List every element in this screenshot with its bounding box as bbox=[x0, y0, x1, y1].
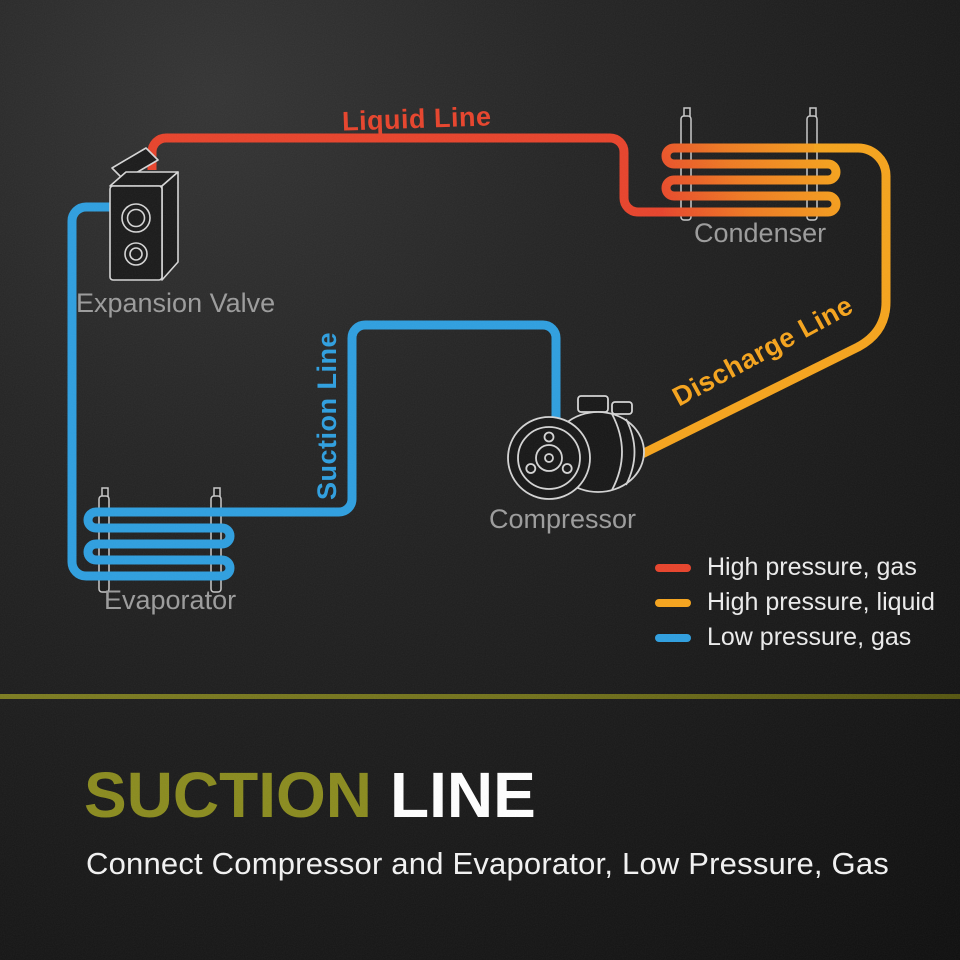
compressor-label: Compressor bbox=[489, 504, 637, 534]
legend-item-low-pressure-gas: Low pressure, gas bbox=[655, 620, 935, 655]
liquid-line-pipe bbox=[147, 133, 690, 217]
suction-line-label: Suction Line bbox=[312, 332, 342, 500]
page-subtitle: Connect Compressor and Evaporator, Low P… bbox=[86, 846, 890, 881]
expansion-valve-label: Expansion Valve bbox=[76, 288, 276, 318]
legend: High pressure, gas High pressure, liquid… bbox=[655, 550, 935, 655]
title-rest-word: LINE bbox=[390, 759, 536, 831]
legend-swatch-orange bbox=[655, 598, 691, 607]
legend-item-high-pressure-gas: High pressure, gas bbox=[655, 550, 935, 585]
legend-swatch-blue bbox=[655, 633, 691, 642]
legend-item-high-pressure-liquid: High pressure, liquid bbox=[655, 585, 935, 620]
legend-label: High pressure, gas bbox=[707, 553, 917, 581]
liquid-line-label: Liquid Line bbox=[341, 101, 492, 137]
condenser-label: Condenser bbox=[694, 218, 827, 248]
legend-swatch-red bbox=[655, 563, 691, 572]
legend-label: High pressure, liquid bbox=[707, 588, 935, 616]
expansion-valve-drawing bbox=[109, 147, 179, 281]
ac-cycle-diagram: Liquid Line Suction Line Discharge Line … bbox=[67, 101, 935, 655]
legend-label: Low pressure, gas bbox=[707, 623, 912, 651]
title-accent-word: SUCTION bbox=[84, 759, 372, 831]
compressor-drawing bbox=[507, 395, 645, 500]
evaporator-label: Evaporator bbox=[104, 585, 237, 615]
